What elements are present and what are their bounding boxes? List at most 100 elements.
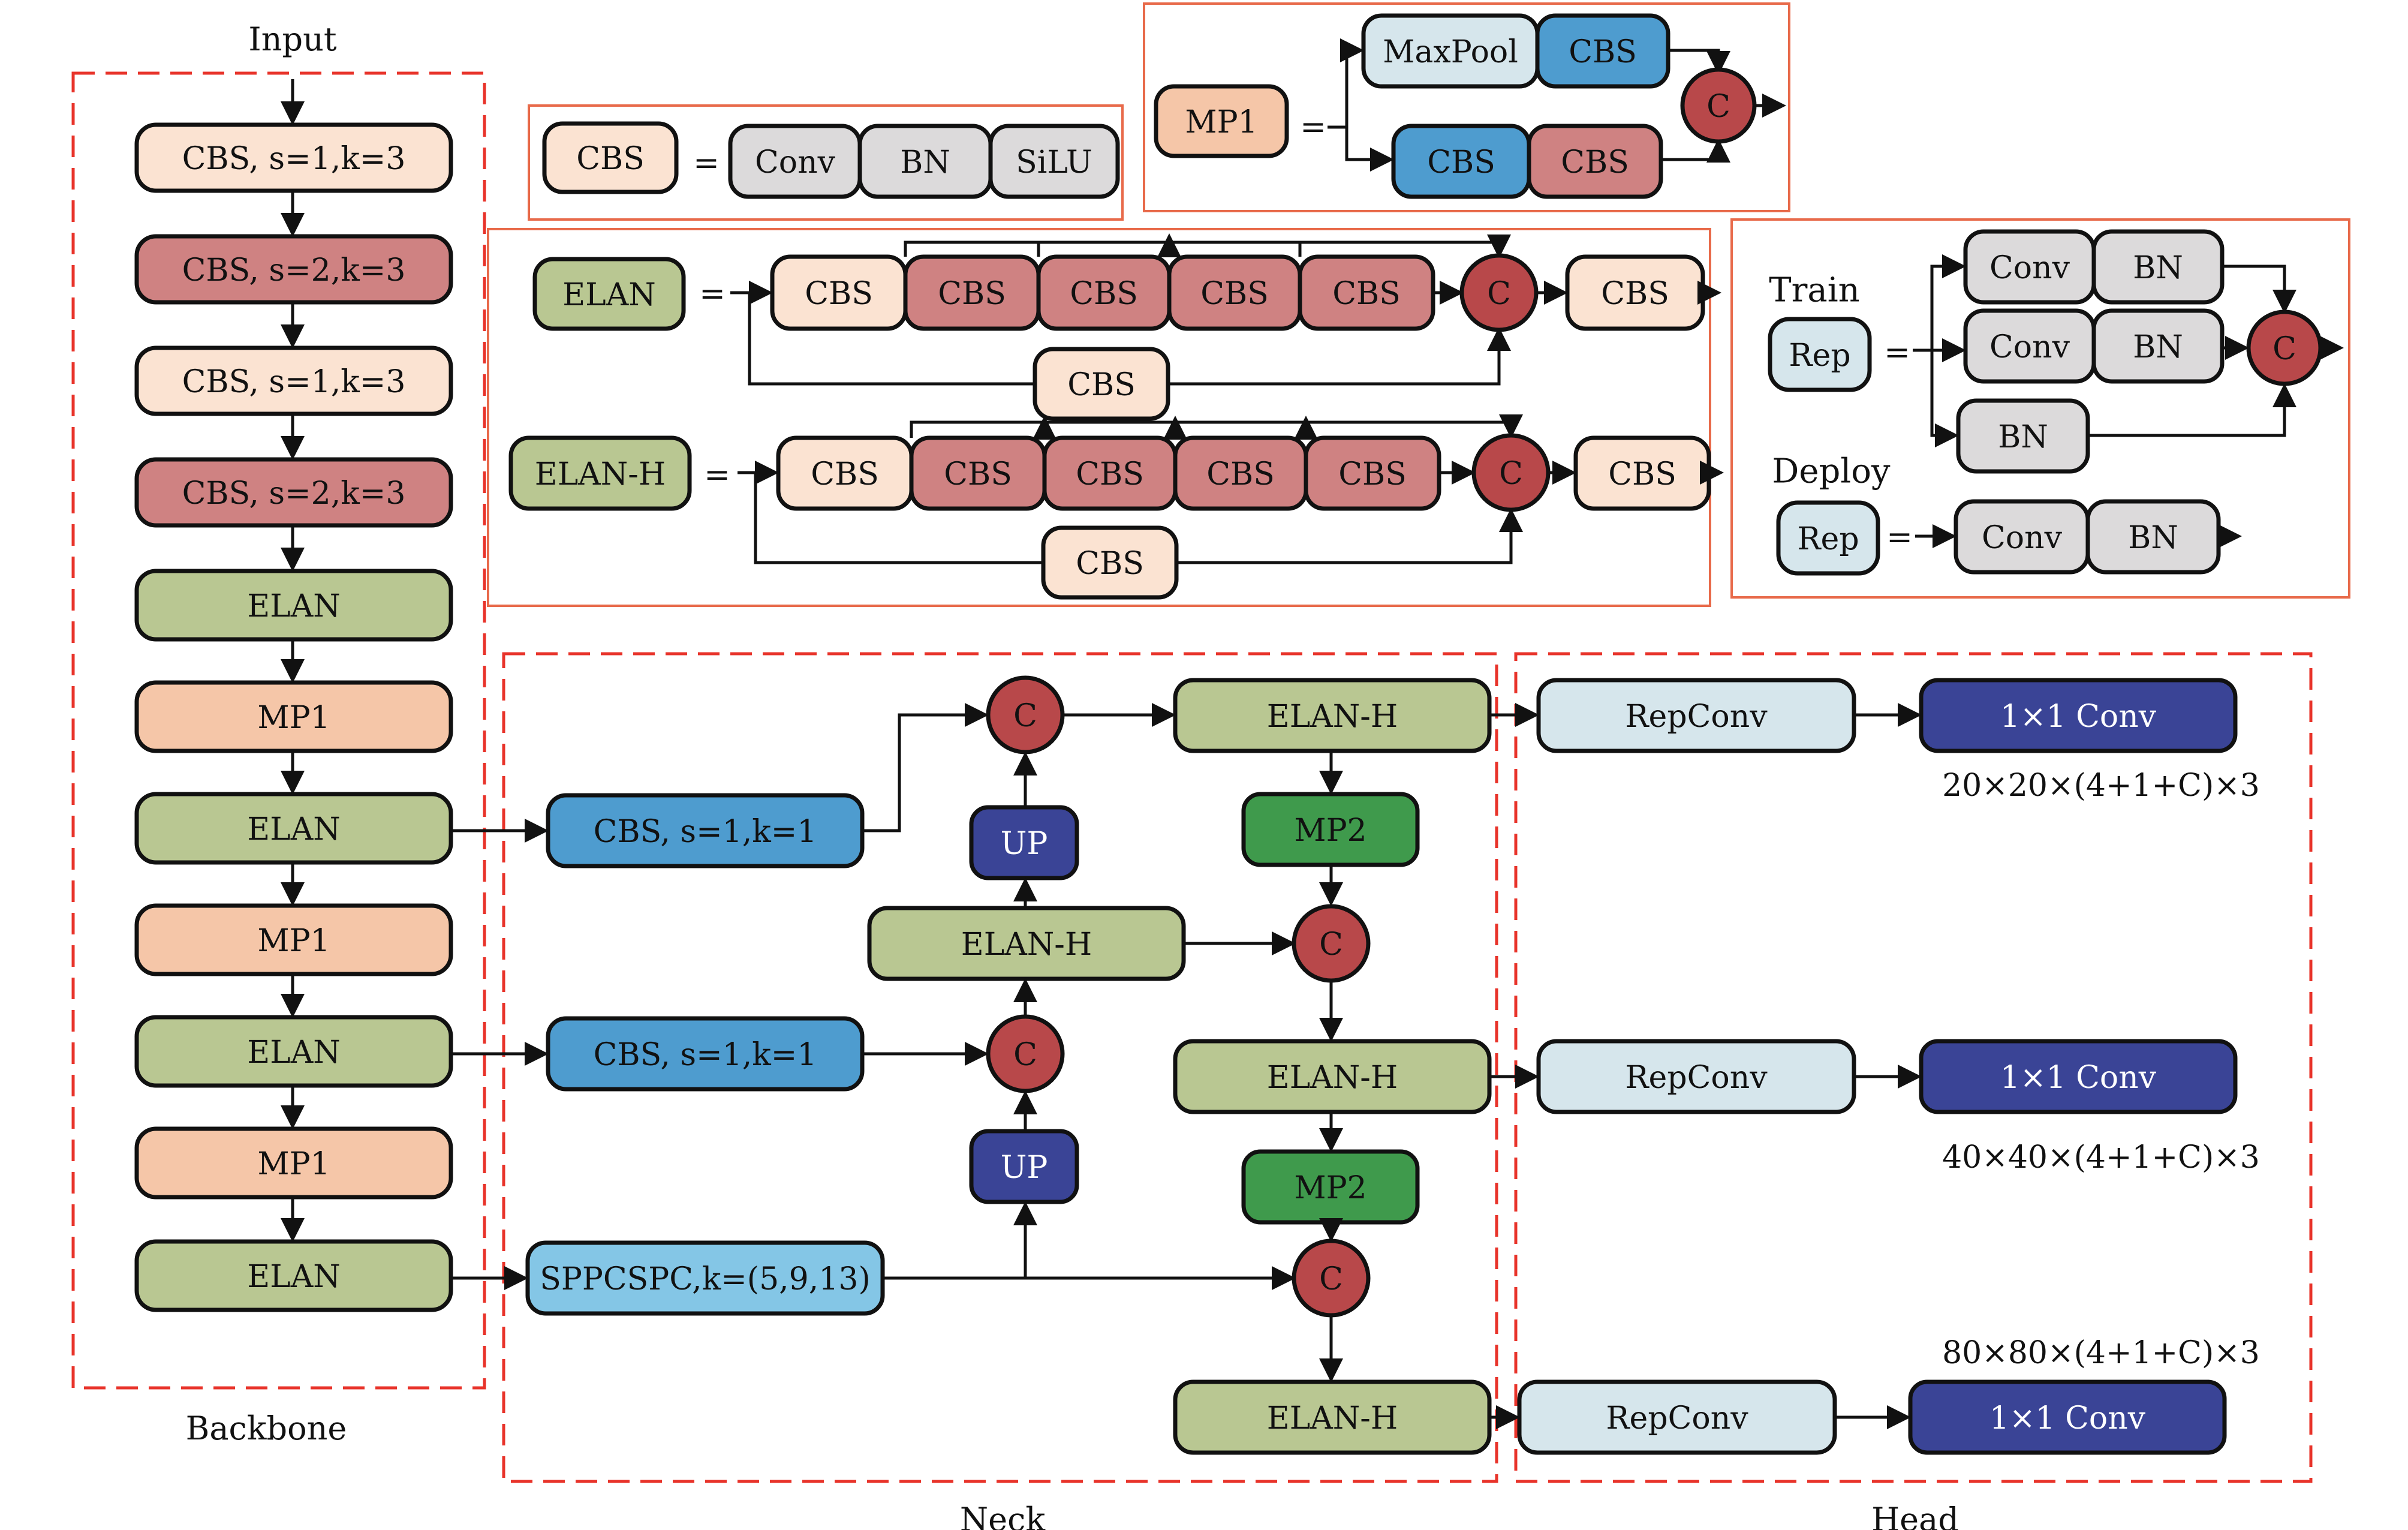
- legend-conv-block: Conv: [728, 124, 862, 199]
- legend-mp1-equals: =: [1300, 109, 1326, 145]
- svg-text:Conv: Conv: [1989, 329, 2070, 365]
- legend-maxpool-block: MaxPool: [1361, 13, 1540, 89]
- head-output-1: 20×20×(4+1+C)×3: [1942, 768, 2260, 804]
- svg-text:CBS: CBS: [1206, 456, 1275, 492]
- backbone-mp1-block: MP1: [134, 1126, 453, 1200]
- svg-text:CBS: CBS: [1338, 456, 1407, 492]
- train-label: Train: [1769, 271, 1859, 310]
- svg-text:CBS: CBS: [576, 141, 645, 177]
- input-label: Input: [248, 20, 336, 58]
- elan-legend-frame: [487, 228, 1711, 607]
- legend-elan-block: ELAN: [532, 257, 686, 331]
- svg-text:ELAN-H: ELAN-H: [1267, 1400, 1398, 1436]
- backbone-cbs-s1-label: CBS, s=1,k=3: [182, 141, 406, 177]
- elan-h-cbs-1: CBS: [776, 435, 914, 511]
- rep-train-branch-3: [1930, 350, 1959, 447]
- svg-text:CBS: CBS: [1332, 276, 1401, 312]
- svg-text:ELAN-H: ELAN-H: [1267, 699, 1398, 735]
- svg-text:CBS: CBS: [1608, 456, 1676, 492]
- legend-elan-h-block: ELAN-H: [508, 435, 692, 511]
- mp1-top-to-concat: [1668, 49, 1730, 75]
- rep-train-conv-1: Conv: [1963, 229, 2096, 305]
- svg-text:CBS: CBS: [1427, 145, 1495, 181]
- mp1-legend-frame: [1143, 2, 1790, 212]
- svg-text:RepConv: RepConv: [1625, 1060, 1768, 1096]
- backbone-cbs-s2-label: CBS, s=2,k=3: [182, 476, 406, 512]
- backbone-cbs-s2-block: CBS, s=2,k=3: [134, 457, 453, 528]
- rep-train-bn-2: BN: [2091, 308, 2225, 384]
- rep-train-conv-2: Conv: [1963, 308, 2096, 384]
- rep-train-to-concat-3: [2088, 383, 2296, 437]
- svg-text:MP1: MP1: [1185, 104, 1257, 140]
- svg-text:UP: UP: [1001, 1150, 1048, 1186]
- elan-h-cbs-2: CBS: [909, 435, 1047, 511]
- svg-text:Conv: Conv: [755, 145, 836, 181]
- neck-cbs-lateral-1: CBS, s=1,k=1: [546, 793, 865, 868]
- neck-concat-2: C: [986, 1014, 1065, 1093]
- backbone-cbs-s2-block: CBS, s=2,k=3: [134, 234, 453, 305]
- rep-deploy-conv: Conv: [1954, 499, 2090, 575]
- rep-train-bn-3: BN: [1956, 398, 2090, 474]
- head-output-3: 80×80×(4+1+C)×3: [1942, 1335, 2260, 1371]
- head-repconv-2: RepConv: [1536, 1039, 1856, 1114]
- backbone-label: Backbone: [186, 1409, 347, 1447]
- svg-text:1×1 Conv: 1×1 Conv: [1989, 1400, 2146, 1436]
- svg-text:BN: BN: [2133, 329, 2183, 365]
- neck-elan-h-mid-right: ELAN-H: [1173, 1039, 1492, 1114]
- svg-text:C: C: [1319, 1261, 1343, 1297]
- rep-train-concat: C: [2246, 309, 2323, 386]
- legend-mp1-cbs-bottom-1: CBS: [1391, 124, 1531, 199]
- elan-h-bypass-to-concat: [1176, 508, 1523, 564]
- backbone-elan-label: ELAN: [247, 1259, 341, 1295]
- svg-text:CBS: CBS: [1200, 276, 1269, 312]
- legend-mp1-cbs-top: CBS: [1535, 13, 1670, 89]
- neck-cbs-lateral-2: CBS, s=1,k=1: [546, 1016, 865, 1092]
- rep-legend-frame: [1730, 218, 2350, 599]
- backbone-cbs-s2-label: CBS, s=2,k=3: [182, 253, 406, 288]
- head-repconv-3: RepConv: [1517, 1379, 1837, 1455]
- backbone-frame: [71, 71, 486, 1390]
- neck-frame: [502, 652, 1498, 1483]
- svg-text:MP2: MP2: [1294, 813, 1366, 849]
- svg-text:BN: BN: [2128, 520, 2178, 556]
- svg-text:CBS, s=1,k=1: CBS, s=1,k=1: [594, 814, 817, 850]
- elan-h-bypass-cbs: CBS: [1041, 525, 1179, 600]
- neck-up-1: UP: [969, 805, 1079, 880]
- svg-text:C: C: [2272, 331, 2296, 367]
- arrow-sppcspc-to-up-2: [883, 1201, 1037, 1280]
- svg-text:CBS: CBS: [938, 276, 1006, 312]
- elan-cbs-3: CBS: [1036, 254, 1172, 331]
- head-output-2: 40×40×(4+1+C)×3: [1942, 1140, 2260, 1176]
- svg-text:1×1 Conv: 1×1 Conv: [2000, 699, 2157, 735]
- svg-text:C: C: [1487, 276, 1511, 312]
- neck-elan-h-top: ELAN-H: [1173, 678, 1492, 753]
- elan-h-concat: C: [1471, 433, 1551, 512]
- mp1-branch-top: [1340, 38, 1364, 127]
- backbone-cbs-s1-block: CBS, s=1,k=3: [134, 122, 453, 193]
- rep-train-to-concat-1: [2222, 264, 2296, 314]
- elan-bypass-to-concat: [1168, 327, 1511, 386]
- elan-h-output-cbs: CBS: [1573, 435, 1711, 511]
- elan-cbs-5: CBS: [1298, 254, 1435, 331]
- legend-silu-block: SiLU: [988, 124, 1120, 199]
- elan-skip-lines: [904, 241, 1501, 257]
- arrow-cbs-lateral-1-to-concat: [862, 703, 989, 832]
- elan-h-bypass-path: [754, 473, 1043, 564]
- backbone-mp1-block: MP1: [134, 903, 453, 976]
- backbone-elan-label: ELAN: [247, 588, 341, 624]
- svg-text:MaxPool: MaxPool: [1383, 34, 1518, 70]
- neck-concat-1: C: [986, 675, 1065, 755]
- rep-train-branch-1: [1930, 254, 1966, 350]
- svg-text:Conv: Conv: [1989, 250, 2070, 286]
- legend-mp1-concat: C: [1680, 67, 1757, 144]
- head-conv-1x1-2: 1×1 Conv: [1919, 1039, 2238, 1114]
- rep-train-equals: =: [1884, 335, 1910, 371]
- neck-elan-h-bottom: ELAN-H: [1173, 1379, 1492, 1455]
- rep-deploy-block: Rep: [1776, 500, 1880, 576]
- elan-h-skip-lines: [910, 414, 1523, 438]
- svg-text:BN: BN: [900, 145, 950, 181]
- svg-text:CBS: CBS: [944, 456, 1012, 492]
- elan-cbs-4: CBS: [1167, 254, 1302, 331]
- svg-text:CBS: CBS: [1070, 276, 1138, 312]
